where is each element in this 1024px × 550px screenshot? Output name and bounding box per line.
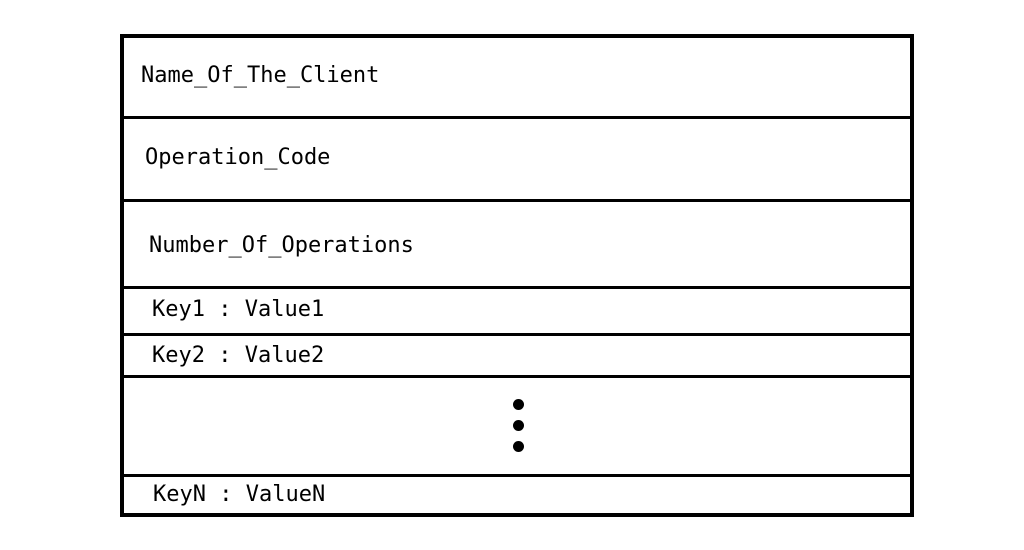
operation-code-field: Operation_Code	[124, 119, 910, 202]
ellipsis-dot	[513, 420, 524, 431]
keyN-valueN-field: KeyN : ValueN	[124, 477, 910, 513]
key2-value2-label: Key2 : Value2	[152, 343, 325, 368]
ellipsis-field	[124, 378, 910, 477]
ellipsis-dot	[513, 399, 524, 410]
client-name-field: Name_Of_The_Client	[124, 38, 910, 119]
operation-code-label: Operation_Code	[145, 145, 331, 170]
key1-value1-label: Key1 : Value1	[152, 297, 325, 322]
number-of-operations-label: Number_Of_Operations	[149, 233, 414, 258]
key2-value2-field: Key2 : Value2	[124, 336, 910, 378]
client-name-label: Name_Of_The_Client	[141, 63, 380, 88]
keyN-valueN-label: KeyN : ValueN	[153, 482, 326, 507]
message-structure-diagram: Name_Of_The_Client Operation_Code Number…	[120, 34, 914, 517]
key1-value1-field: Key1 : Value1	[124, 289, 910, 336]
vertical-ellipsis-icon	[513, 378, 525, 474]
ellipsis-dot	[513, 441, 524, 452]
number-of-operations-field: Number_Of_Operations	[124, 202, 910, 289]
